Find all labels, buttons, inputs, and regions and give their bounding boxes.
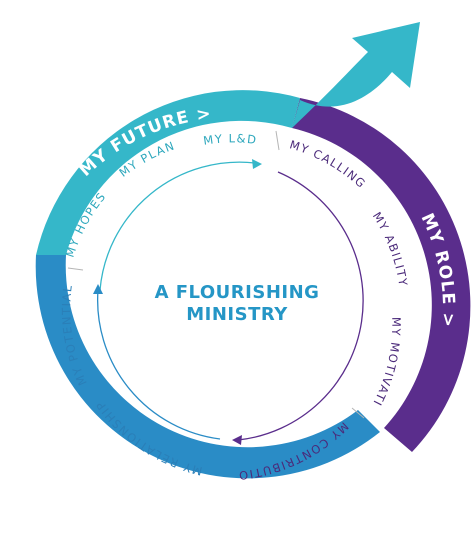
future-band xyxy=(36,90,300,255)
ring-label-relationships: MY RELATIONSHIPS xyxy=(0,0,204,478)
divider-tick xyxy=(275,130,280,151)
inner-arc-blue xyxy=(96,289,221,440)
role-band xyxy=(292,98,471,452)
center-title-line2: MINISTRY xyxy=(186,304,288,325)
arrowhead-blue-icon xyxy=(93,284,103,294)
arrowhead-teal-icon xyxy=(252,159,262,169)
ring-label-ability: MY ABILITY xyxy=(370,209,411,287)
inner-arc-teal xyxy=(99,161,256,291)
divider-tick xyxy=(351,407,365,419)
center-title-line1: A FLOURISHING xyxy=(155,282,320,303)
ministry-band xyxy=(35,255,380,479)
ring-label-potential: MY POTENTIAL xyxy=(59,283,90,387)
divider-tick xyxy=(67,267,84,271)
ring-label-ld: MY L&D xyxy=(202,131,258,147)
arrowhead-purple-icon xyxy=(232,435,242,445)
future-arrow-icon xyxy=(292,22,420,128)
inner-arc-purple xyxy=(237,171,364,441)
